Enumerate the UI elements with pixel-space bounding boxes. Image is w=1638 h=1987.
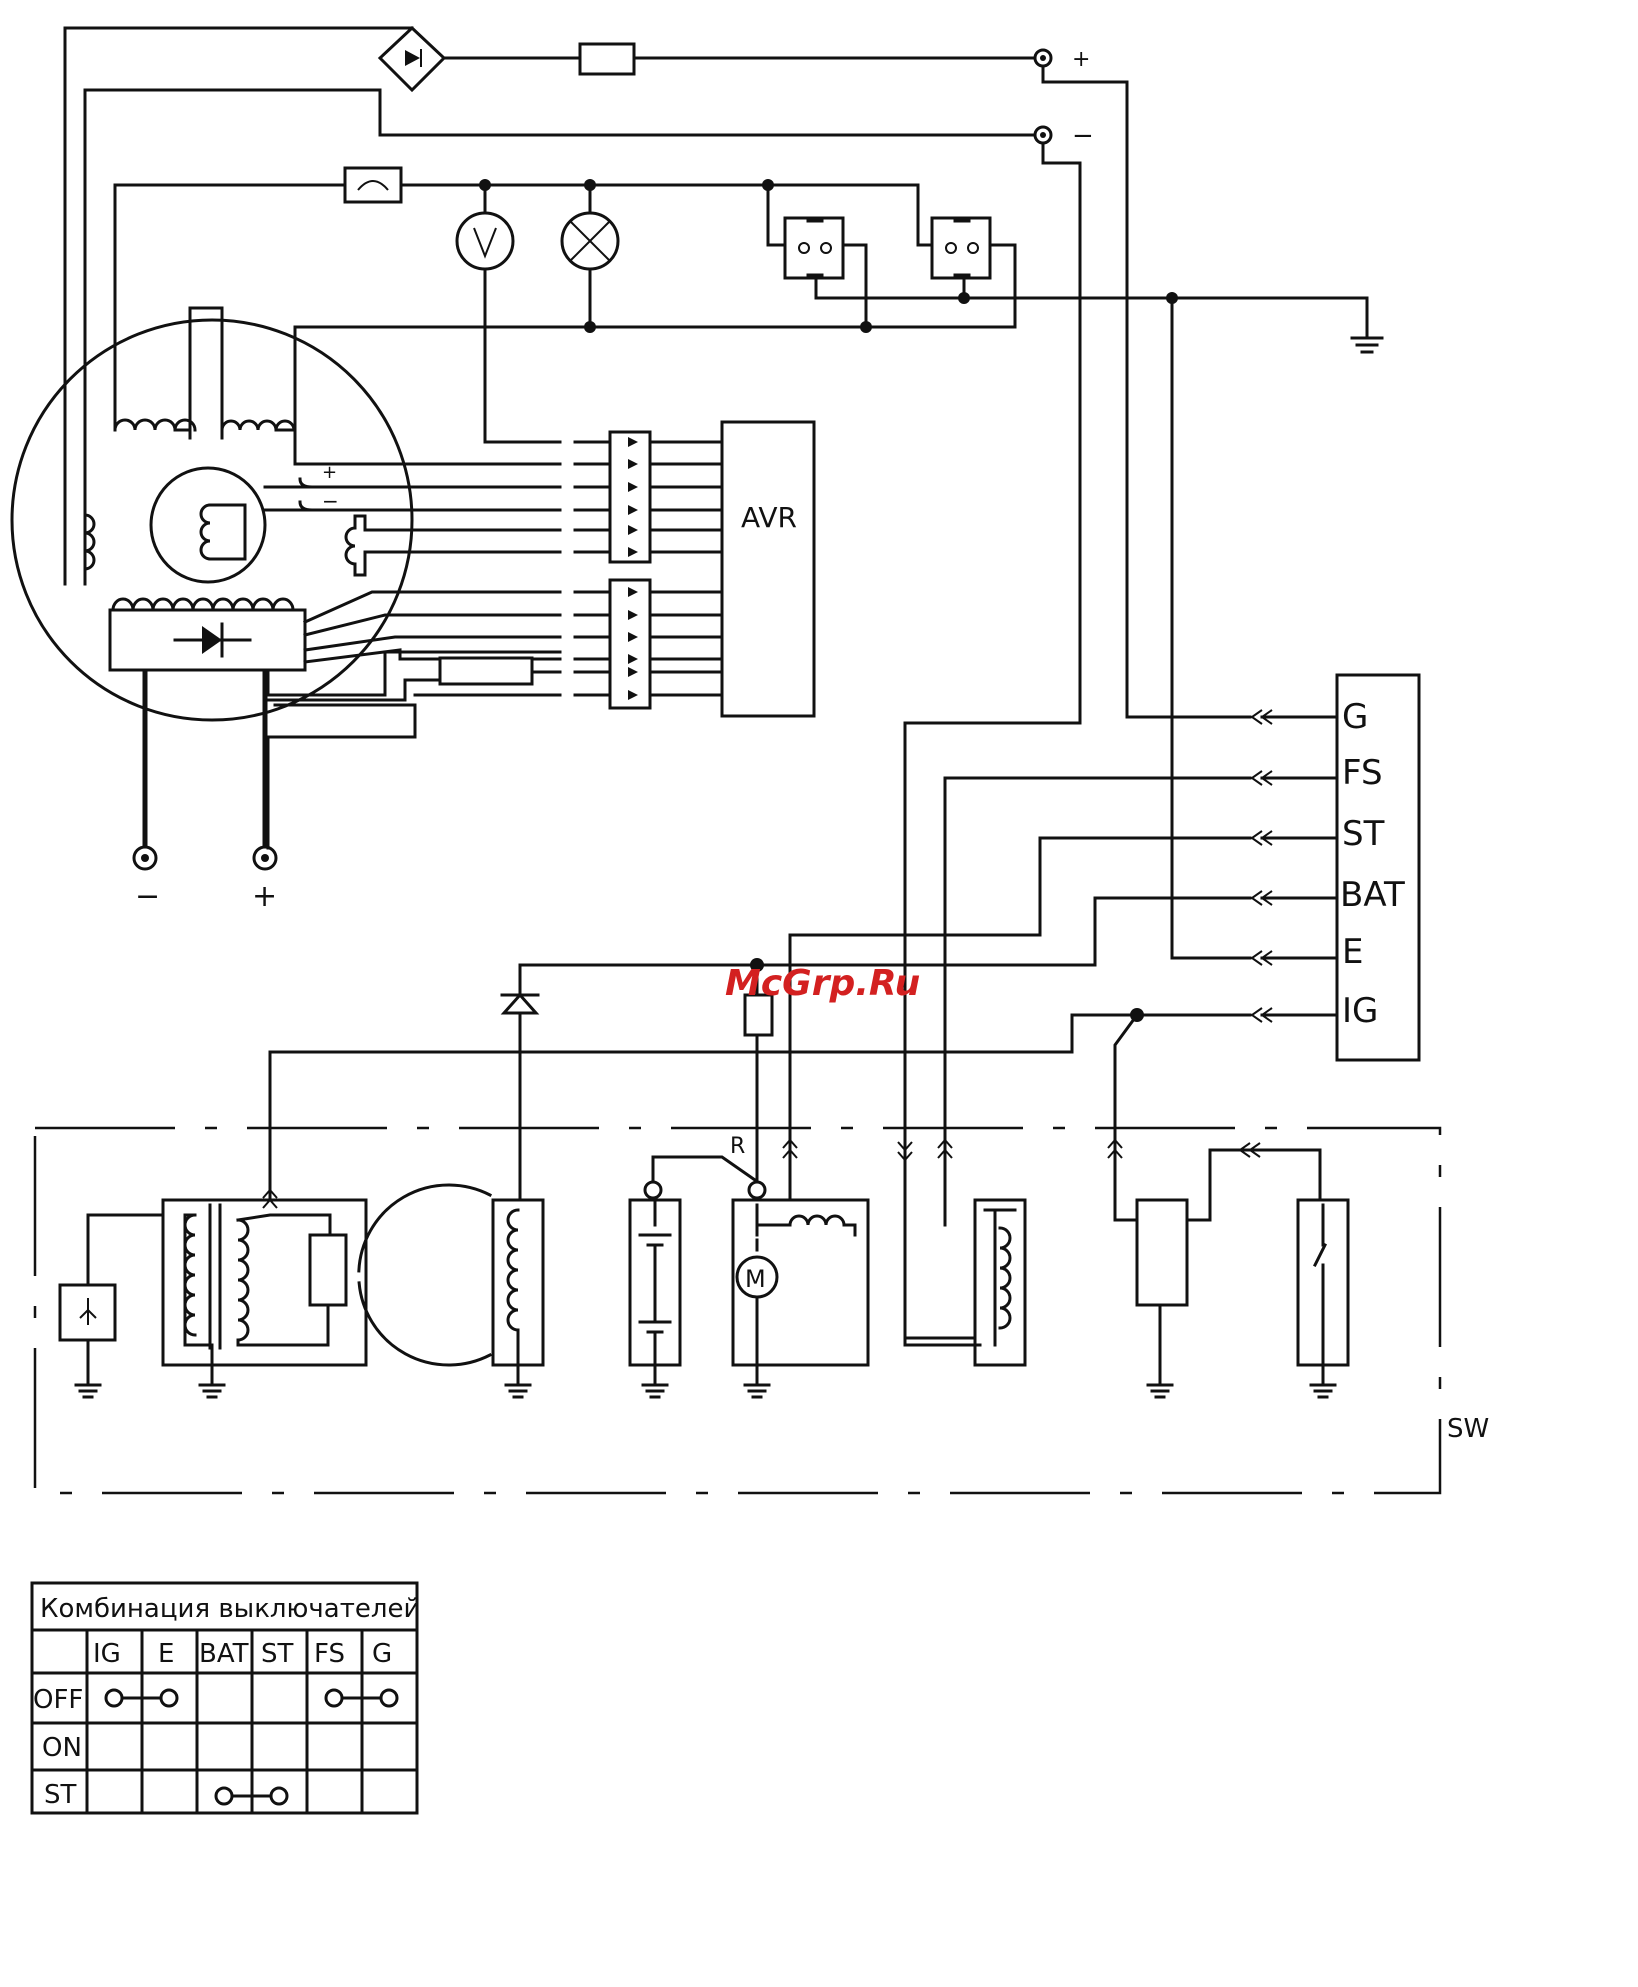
switch-link-contact — [161, 1690, 177, 1706]
col-st: ST — [261, 1639, 294, 1669]
dc-minus-label: − — [1072, 121, 1094, 151]
dc-plus-label: + — [1072, 47, 1090, 72]
avr-label: AVR — [741, 501, 797, 534]
switch-terminal-fs: FS — [1342, 753, 1383, 793]
chassis-ground — [1352, 338, 1382, 352]
dc-terminal-minus — [1035, 127, 1051, 143]
charge-coil — [359, 1185, 543, 1385]
battery-plus-label: + — [252, 879, 277, 914]
relay-label: R — [730, 1134, 745, 1159]
rotor — [151, 468, 265, 582]
ac-socket-1 — [785, 218, 843, 278]
starter-motor: M — [733, 1182, 868, 1385]
charge-diode — [502, 965, 757, 1205]
col-g: G — [372, 1639, 392, 1669]
ignition-coil — [163, 1200, 366, 1385]
starter-relay — [1137, 1150, 1320, 1385]
connector-upper — [610, 432, 650, 562]
ground-symbols — [76, 1385, 1335, 1397]
oil-level-switch — [1298, 1200, 1348, 1385]
svg-text:M: M — [745, 1265, 766, 1293]
connector-lower — [610, 580, 650, 708]
resistor — [440, 658, 532, 684]
col-bat: BAT — [199, 1639, 249, 1669]
row-st: ST — [44, 1780, 77, 1810]
bridge-rectifier — [380, 28, 444, 90]
switch-terminal-st: ST — [1342, 814, 1385, 854]
col-ig: IG — [93, 1639, 121, 1669]
alternator: + − — [12, 308, 560, 848]
switch-link-contact — [326, 1690, 342, 1706]
battery-minus-label: − — [135, 879, 160, 914]
voltmeter — [457, 213, 513, 269]
switch-link-contact — [271, 1788, 287, 1804]
switch-terminal-g: G — [1342, 697, 1368, 737]
switch-combination-table: Комбинация выключателей IG E BAT ST FS G… — [32, 1583, 420, 1813]
battery-terminal-plus — [254, 847, 276, 869]
dc-terminal-plus — [1035, 50, 1051, 66]
avr-module — [722, 422, 814, 716]
dc-output-circuit: + − — [65, 28, 1250, 1338]
switch-terminal-bat: BAT — [1340, 875, 1405, 915]
switch-link-contact — [216, 1788, 232, 1804]
avr-wiring: AVR — [268, 422, 814, 848]
slip-ring-plus-label: + — [322, 462, 337, 483]
switch-link-contact — [381, 1690, 397, 1706]
col-e: E — [158, 1639, 174, 1669]
row-on: ON — [42, 1733, 82, 1763]
fuel-solenoid — [975, 1200, 1025, 1365]
circuit-breaker — [345, 168, 401, 202]
engine-switch-block: G FS ST BAT E IG — [1252, 675, 1419, 1060]
switch-link-contact — [106, 1690, 122, 1706]
switch-terminal-ig: IG — [1342, 991, 1378, 1031]
ac-socket-2 — [932, 218, 990, 278]
watermark: McGrp.Ru — [725, 963, 920, 1004]
battery-terminal-minus — [134, 847, 156, 869]
sw-label: SW — [1447, 1414, 1489, 1444]
row-off: OFF — [33, 1685, 83, 1715]
fuse — [580, 44, 634, 74]
col-fs: FS — [314, 1639, 345, 1669]
table-title: Комбинация выключателей — [40, 1594, 420, 1624]
pilot-lamp — [562, 213, 618, 269]
switch-terminal-e: E — [1342, 932, 1363, 972]
